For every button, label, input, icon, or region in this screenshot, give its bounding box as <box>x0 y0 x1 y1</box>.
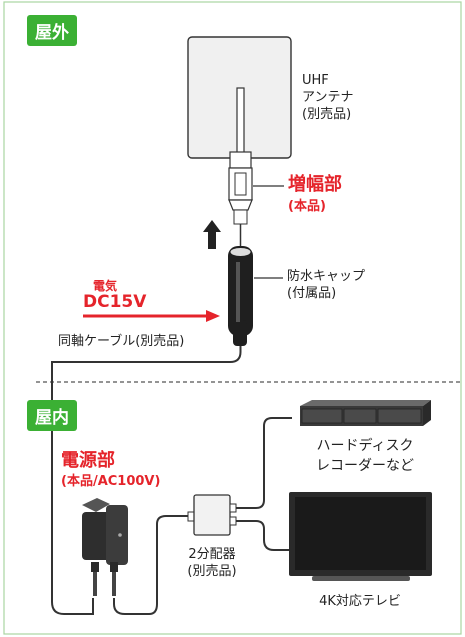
tv-label: 4K対応テレビ <box>319 594 401 609</box>
power-feed-line1: 電気 <box>93 279 118 293</box>
antenna-label-line3: (別売品) <box>302 107 352 122</box>
antenna-label-line2: アンテナ <box>302 90 354 105</box>
splitter-label-line2: (別売品) <box>187 564 237 579</box>
outer-frame <box>3 1 462 635</box>
up-arrow-icon <box>203 220 221 249</box>
splitter-label-line1: 2分配器 <box>188 547 236 562</box>
antenna-label: UHF アンテナ (別売品) <box>302 72 353 123</box>
power-feed-line2: DC15V <box>83 292 147 312</box>
recorder-label: ハードディスク レコーダーなど <box>295 436 435 476</box>
cable-to-recorder <box>236 417 292 509</box>
amplifier-note: (本品) <box>288 199 326 214</box>
cable-to-tv <box>236 520 289 551</box>
coax-cable-power-to-splitter <box>113 515 188 615</box>
coax-cable-label: 同軸ケーブル(別売品) <box>58 334 185 349</box>
recorder-label-line2: レコーダーなど <box>316 458 414 474</box>
dc-arrow-icon <box>83 310 220 322</box>
recorder-graphic <box>300 400 431 426</box>
power-unit-graphic <box>82 498 128 596</box>
cap-label-line2: (付属品) <box>287 286 337 301</box>
amplifier-graphic <box>228 167 253 246</box>
antenna-label-line1: UHF <box>302 73 329 88</box>
splitter-label: 2分配器 (別売品) <box>172 546 252 580</box>
antenna-graphic <box>187 36 292 169</box>
splitter-graphic <box>187 494 237 536</box>
amplifier-name: 増幅部 <box>288 174 342 195</box>
tv-graphic <box>289 492 432 581</box>
outdoor-tag: 屋外 <box>27 15 77 46</box>
power-unit-note: (本品/AC100V) <box>61 474 161 489</box>
cap-label: 防水キャップ (付属品) <box>287 268 365 302</box>
cap-label-line1: 防水キャップ <box>287 269 366 284</box>
recorder-label-line1: ハードディスク <box>316 438 414 454</box>
waterproof-cap-graphic <box>228 246 253 346</box>
power-unit-name: 電源部 <box>61 450 115 471</box>
indoor-tag: 屋内 <box>27 400 77 431</box>
coax-cable-main <box>51 346 242 615</box>
